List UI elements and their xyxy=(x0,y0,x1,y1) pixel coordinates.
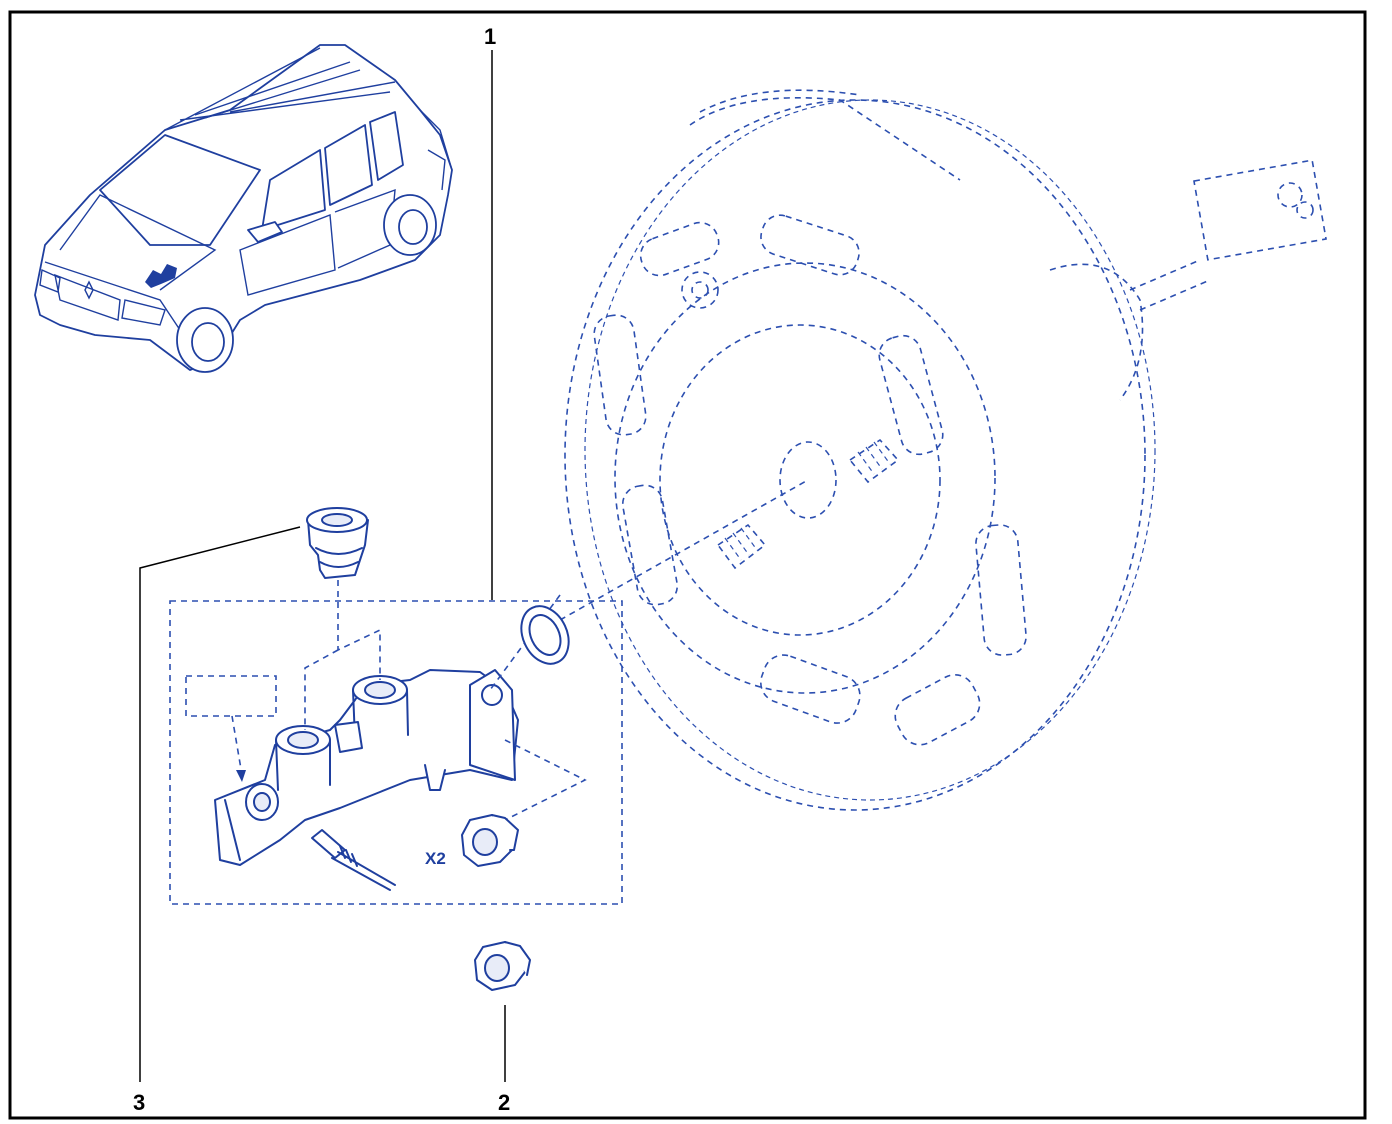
quantity-label: X2 xyxy=(425,849,446,868)
mounting-stud-upper xyxy=(848,438,900,484)
brake-booster-outline xyxy=(559,89,1327,811)
mounting-stud-lower xyxy=(716,523,767,570)
master-cylinder-kit-box xyxy=(169,600,623,905)
reservoir-plug xyxy=(306,507,369,579)
diagram-frame xyxy=(8,10,1367,1120)
location-marker-icon xyxy=(145,264,177,288)
vehicle-thumbnail xyxy=(34,44,453,373)
cap-guide-line xyxy=(304,580,381,730)
seal-ring xyxy=(520,605,570,665)
arrow-icon xyxy=(236,770,246,782)
bleed-screw xyxy=(311,829,396,891)
flange-nut xyxy=(474,941,531,991)
master-cylinder xyxy=(214,669,519,866)
callout-1: 1 xyxy=(484,24,496,49)
callout-2: 2 xyxy=(498,1090,510,1115)
leader-line-3 xyxy=(139,526,301,1082)
callout-3: 3 xyxy=(133,1090,145,1115)
flange-nut-kit xyxy=(461,814,519,867)
